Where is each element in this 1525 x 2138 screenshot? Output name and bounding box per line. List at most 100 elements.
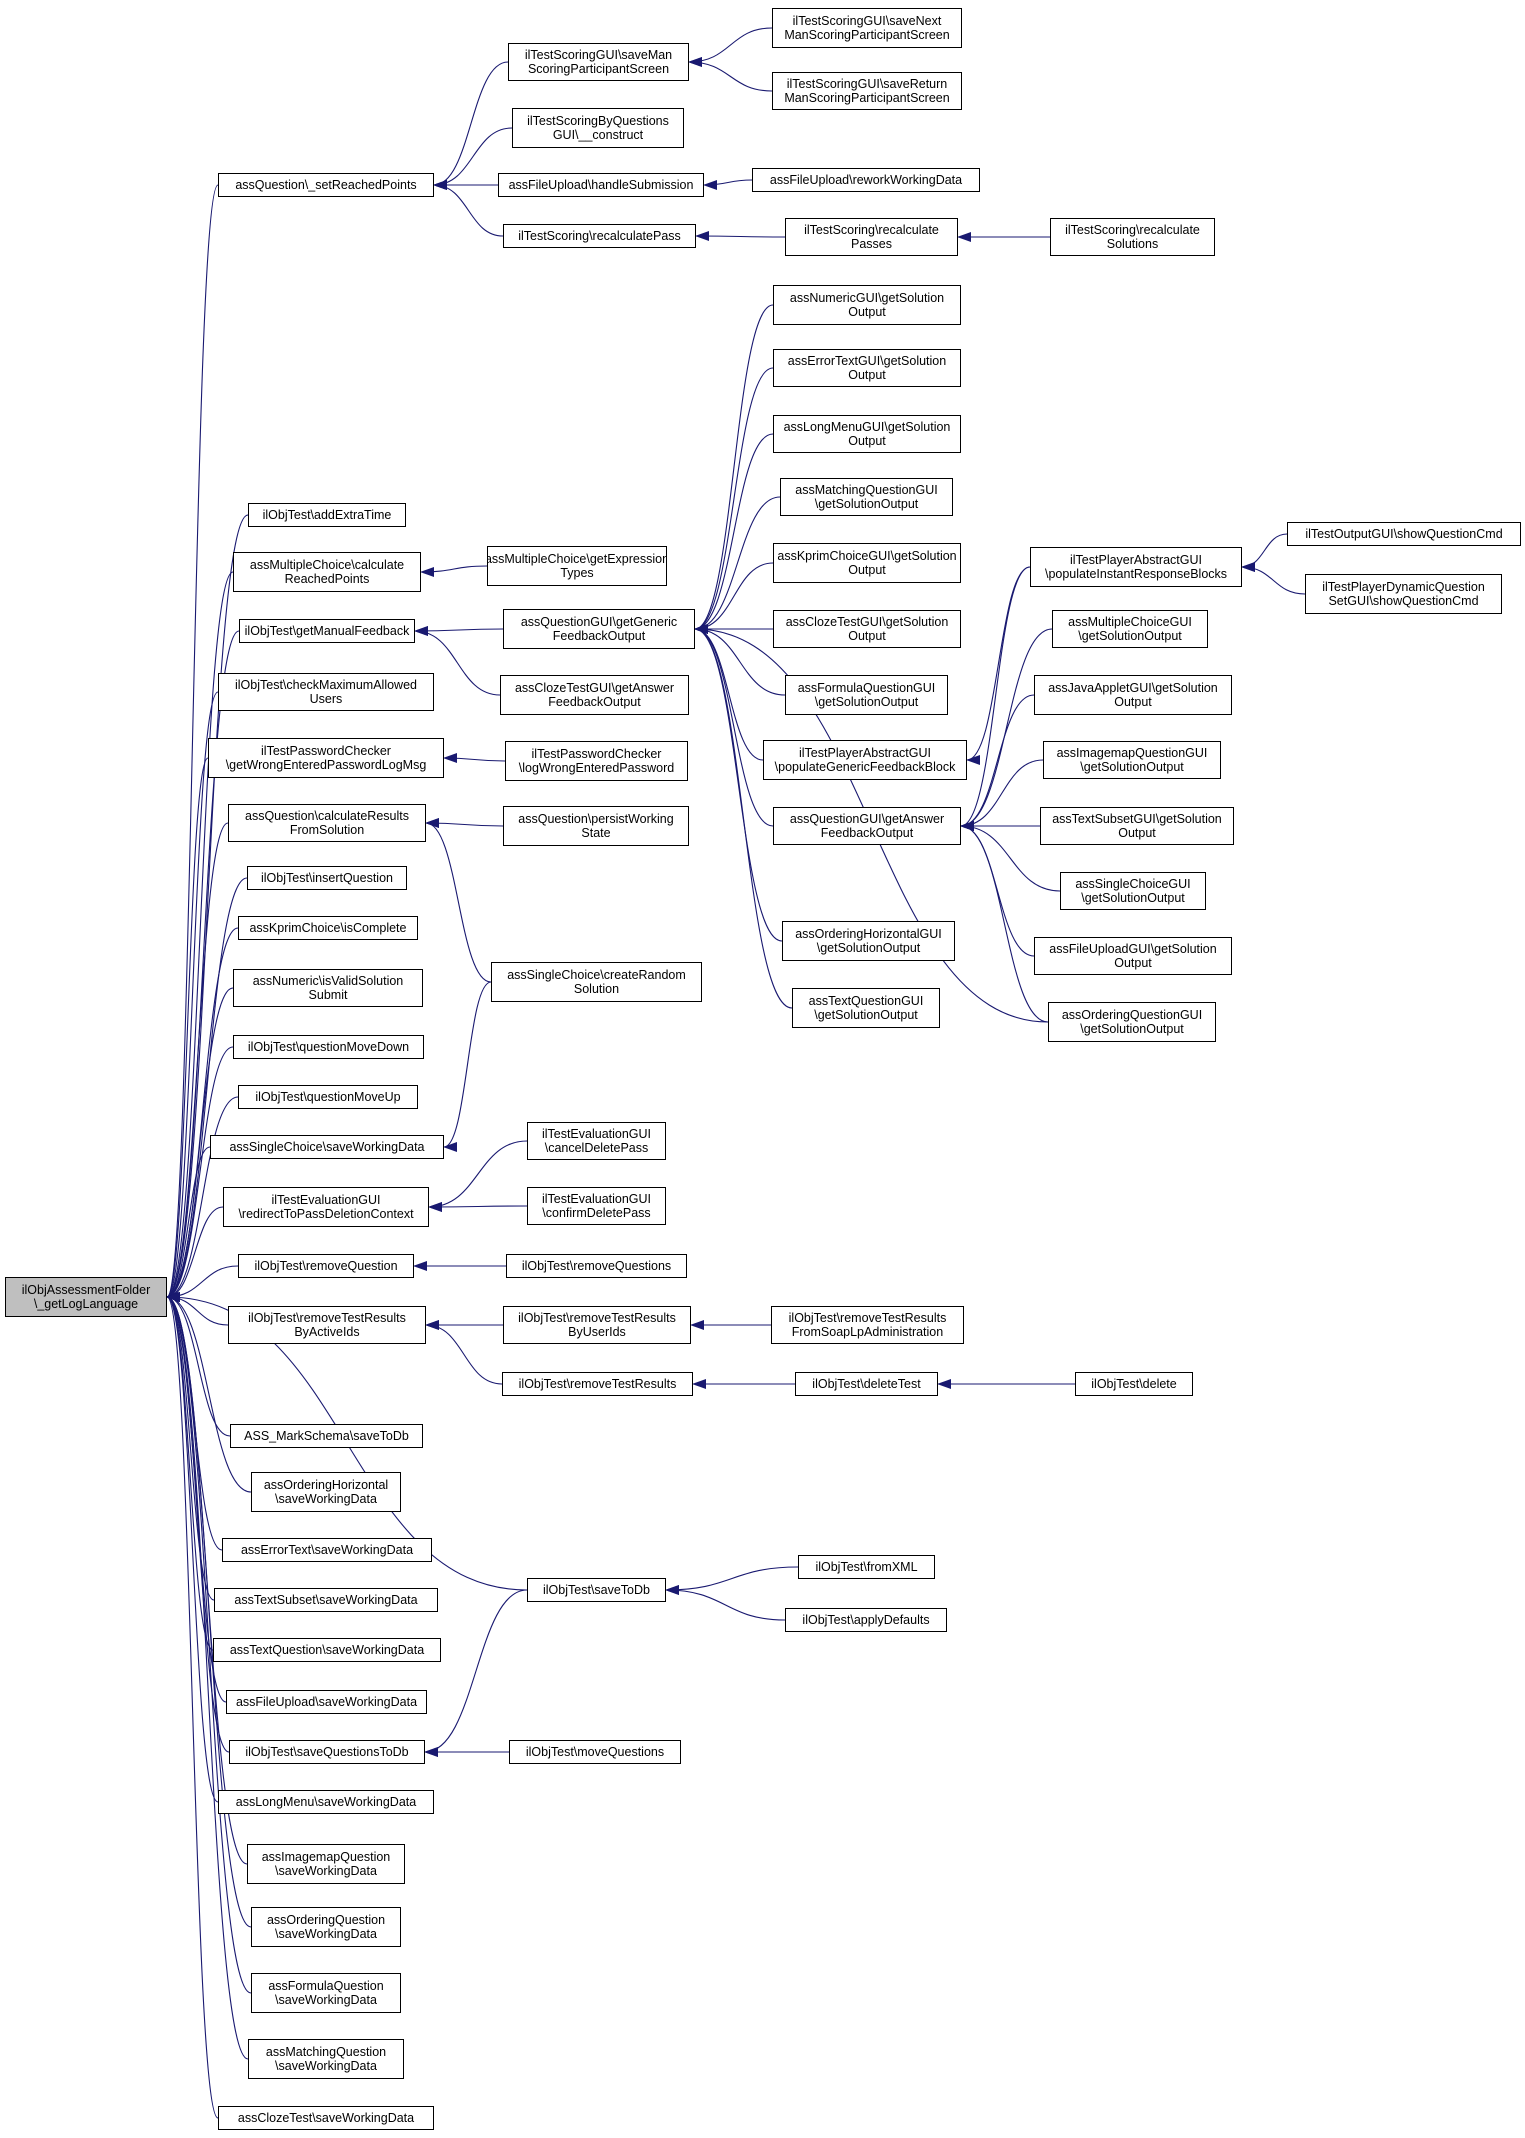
function-node[interactable]: ilTestEvaluationGUI \redirectToPassDelet… (223, 1187, 429, 1227)
function-node-label[interactable]: ilObjTest\removeQuestions (506, 1254, 687, 1278)
function-node-label[interactable]: ilTestEvaluationGUI \cancelDeletePass (527, 1122, 666, 1160)
function-node-label[interactable]: assFileUploadGUI\getSolution Output (1034, 937, 1232, 975)
function-node[interactable]: ilTestScoring\recalculate Passes (785, 218, 958, 256)
function-node-label[interactable]: ilObjTest\saveQuestionsToDb (229, 1740, 425, 1764)
function-node[interactable]: assClozeTest\saveWorkingData (218, 2106, 434, 2130)
function-node-label[interactable]: ilObjTest\removeTestResults ByActiveIds (228, 1306, 426, 1344)
function-node[interactable]: assOrderingHorizontalGUI \getSolutionOut… (782, 921, 955, 961)
function-node-label[interactable]: ilObjAssessmentFolder \_getLogLanguage (5, 1277, 167, 1317)
function-node[interactable]: assQuestionGUI\getAnswer FeedbackOutput (773, 807, 961, 845)
function-node-label[interactable]: ilObjTest\moveQuestions (509, 1740, 681, 1764)
function-node[interactable]: assMultipleChoiceGUI \getSolutionOutput (1052, 610, 1208, 648)
function-node-label[interactable]: ilTestScoring\recalculate Passes (785, 218, 958, 256)
function-node-label[interactable]: assErrorTextGUI\getSolution Output (773, 349, 961, 387)
function-node-label[interactable]: ASS_MarkSchema\saveToDb (230, 1424, 423, 1448)
function-node-label[interactable]: ilObjTest\insertQuestion (247, 866, 407, 890)
function-node[interactable]: assFormulaQuestion \saveWorkingData (251, 1973, 401, 2013)
function-node-label[interactable]: ilTestScoringGUI\saveNext ManScoringPart… (772, 8, 962, 48)
function-node-label[interactable]: ilTestPlayerDynamicQuestion SetGUI\showQ… (1305, 574, 1502, 614)
function-node-label[interactable]: ilObjTest\checkMaximumAllowed Users (218, 673, 434, 711)
function-node-label[interactable]: assKprimChoice\isComplete (238, 916, 418, 940)
function-node[interactable]: assFileUpload\reworkWorkingData (752, 168, 980, 192)
function-node-label[interactable]: assOrderingHorizontalGUI \getSolutionOut… (782, 921, 955, 961)
function-node-label[interactable]: assNumericGUI\getSolution Output (773, 285, 961, 325)
function-node-label[interactable]: assJavaAppletGUI\getSolution Output (1034, 675, 1232, 715)
function-node-label[interactable]: assTextSubsetGUI\getSolution Output (1040, 807, 1234, 845)
function-node[interactable]: ilObjTest\getManualFeedback (239, 619, 415, 643)
function-node[interactable]: ilTestScoring\recalculatePass (503, 224, 696, 248)
function-node-label[interactable]: ilObjTest\questionMoveDown (233, 1035, 424, 1059)
function-node[interactable]: ilObjTest\questionMoveDown (233, 1035, 424, 1059)
function-node-label[interactable]: assQuestionGUI\getGeneric FeedbackOutput (503, 609, 695, 649)
function-node[interactable]: ilObjTest\removeQuestion (238, 1254, 414, 1278)
function-node-label[interactable]: ilTestPasswordChecker \getWrongEnteredPa… (208, 738, 444, 778)
function-node-label[interactable]: assMatchingQuestionGUI \getSolutionOutpu… (780, 478, 953, 516)
function-node[interactable]: ilTestScoring\recalculate Solutions (1050, 218, 1215, 256)
function-node[interactable]: ilTestPlayerDynamicQuestion SetGUI\showQ… (1305, 574, 1502, 614)
function-node[interactable]: assLongMenuGUI\getSolution Output (773, 415, 961, 453)
function-node[interactable]: assLongMenu\saveWorkingData (218, 1790, 434, 1814)
function-node[interactable]: assClozeTestGUI\getSolution Output (773, 610, 961, 648)
function-node[interactable]: assImagemapQuestion \saveWorkingData (247, 1844, 405, 1884)
function-node[interactable]: assKprimChoiceGUI\getSolution Output (773, 543, 961, 583)
function-node-label[interactable]: assOrderingHorizontal \saveWorkingData (251, 1472, 401, 1512)
function-node-label[interactable]: ilObjTest\delete (1075, 1372, 1193, 1396)
function-node[interactable]: ilObjTest\applyDefaults (785, 1608, 947, 1632)
function-node-label[interactable]: ilTestEvaluationGUI \confirmDeletePass (527, 1187, 666, 1225)
function-node-label[interactable]: ilTestScoringGUI\saveReturn ManScoringPa… (772, 72, 962, 110)
function-node[interactable]: ilObjTest\saveToDb (527, 1578, 666, 1602)
function-node[interactable]: ilObjTest\insertQuestion (247, 866, 407, 890)
function-node[interactable]: assQuestion\_setReachedPoints (218, 173, 434, 197)
function-node[interactable]: assKprimChoice\isComplete (238, 916, 418, 940)
function-node-label[interactable]: ilTestEvaluationGUI \redirectToPassDelet… (223, 1187, 429, 1227)
function-node[interactable]: assFileUpload\handleSubmission (498, 173, 704, 197)
function-node-label[interactable]: assTextQuestionGUI \getSolutionOutput (792, 988, 940, 1028)
function-node-label[interactable]: ilObjTest\removeQuestion (238, 1254, 414, 1278)
function-node[interactable]: assNumericGUI\getSolution Output (773, 285, 961, 325)
function-node[interactable]: assSingleChoice\createRandom Solution (491, 962, 702, 1002)
function-node[interactable]: ilTestPasswordChecker \logWrongEnteredPa… (505, 741, 688, 781)
function-node[interactable]: ilObjTest\removeTestResults ByUserIds (503, 1306, 691, 1344)
function-node[interactable]: assOrderingQuestionGUI \getSolutionOutpu… (1048, 1002, 1216, 1042)
function-node-label[interactable]: assTextQuestion\saveWorkingData (213, 1638, 441, 1662)
function-node[interactable]: assJavaAppletGUI\getSolution Output (1034, 675, 1232, 715)
function-node[interactable]: assOrderingQuestion \saveWorkingData (251, 1907, 401, 1947)
function-node-label[interactable]: ilObjTest\questionMoveUp (238, 1085, 418, 1109)
function-node[interactable]: ASS_MarkSchema\saveToDb (230, 1424, 423, 1448)
function-node-label[interactable]: ilTestPlayerAbstractGUI \populateInstant… (1030, 547, 1242, 587)
function-node-label[interactable]: ilObjTest\addExtraTime (248, 503, 406, 527)
function-node-label[interactable]: assSingleChoice\saveWorkingData (210, 1135, 444, 1159)
function-node-label[interactable]: assFileUpload\reworkWorkingData (752, 168, 980, 192)
function-node[interactable]: ilObjTest\fromXML (798, 1555, 935, 1579)
function-node[interactable]: ilTestScoringByQuestions GUI\__construct (512, 108, 684, 148)
function-node[interactable]: ilObjTest\removeTestResults FromSoapLpAd… (771, 1306, 964, 1344)
function-node-label[interactable]: assImagemapQuestionGUI \getSolutionOutpu… (1043, 741, 1221, 779)
function-node[interactable]: ilTestEvaluationGUI \confirmDeletePass (527, 1187, 666, 1225)
function-node-label[interactable]: assLongMenuGUI\getSolution Output (773, 415, 961, 453)
function-node-label[interactable]: ilTestScoring\recalculate Solutions (1050, 218, 1215, 256)
function-node-label[interactable]: assOrderingQuestionGUI \getSolutionOutpu… (1048, 1002, 1216, 1042)
function-node-label[interactable]: ilTestOutputGUI\showQuestionCmd (1287, 522, 1521, 546)
function-node-label[interactable]: ilObjTest\saveToDb (527, 1578, 666, 1602)
function-node-label[interactable]: assFileUpload\saveWorkingData (226, 1690, 427, 1714)
function-node[interactable]: assSingleChoiceGUI \getSolutionOutput (1060, 872, 1206, 910)
function-node-label[interactable]: assSingleChoiceGUI \getSolutionOutput (1060, 872, 1206, 910)
function-node-label[interactable]: ilTestPlayerAbstractGUI \populateGeneric… (763, 740, 967, 780)
function-node[interactable]: assSingleChoice\saveWorkingData (210, 1135, 444, 1159)
function-node[interactable]: assErrorTextGUI\getSolution Output (773, 349, 961, 387)
root-function-node[interactable]: ilObjAssessmentFolder \_getLogLanguage (5, 1277, 167, 1317)
function-node[interactable]: assErrorText\saveWorkingData (222, 1538, 432, 1562)
function-node[interactable]: ilTestPasswordChecker \getWrongEnteredPa… (208, 738, 444, 778)
function-node[interactable]: assFileUploadGUI\getSolution Output (1034, 937, 1232, 975)
function-node-label[interactable]: assImagemapQuestion \saveWorkingData (247, 1844, 405, 1884)
function-node[interactable]: ilObjTest\checkMaximumAllowed Users (218, 673, 434, 711)
function-node[interactable]: assQuestion\persistWorking State (503, 806, 689, 846)
function-node[interactable]: assFileUpload\saveWorkingData (226, 1690, 427, 1714)
function-node[interactable]: ilObjTest\addExtraTime (248, 503, 406, 527)
function-node[interactable]: assMultipleChoice\getExpression Types (487, 546, 667, 586)
function-node[interactable]: ilObjTest\removeTestResults (502, 1372, 693, 1396)
function-node-label[interactable]: assMatchingQuestion \saveWorkingData (248, 2039, 404, 2079)
function-node-label[interactable]: assClozeTest\saveWorkingData (218, 2106, 434, 2130)
function-node-label[interactable]: assSingleChoice\createRandom Solution (491, 962, 702, 1002)
function-node[interactable]: ilTestScoringGUI\saveNext ManScoringPart… (772, 8, 962, 48)
